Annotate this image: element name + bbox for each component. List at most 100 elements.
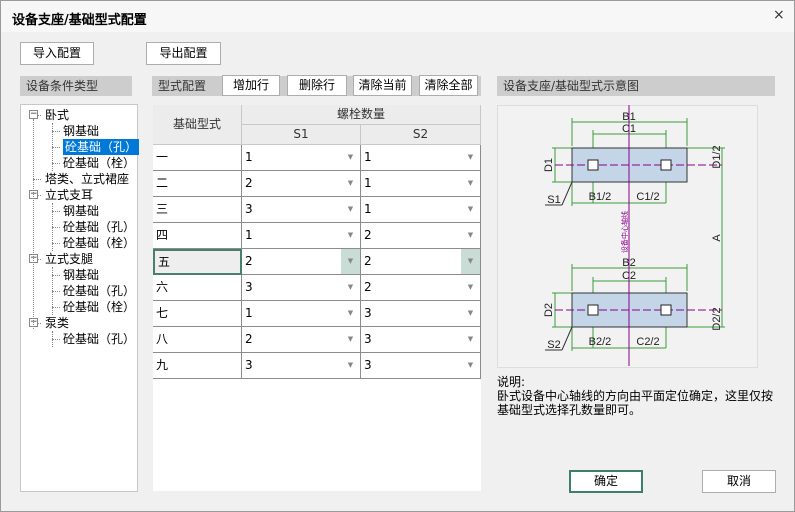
tree-connector — [52, 163, 60, 164]
tree-connector — [52, 267, 53, 315]
s1-dropdown[interactable]: 3▼ — [242, 275, 361, 301]
type-cell[interactable]: 四 — [153, 223, 242, 249]
tree-item[interactable]: 砼基础（孔） — [63, 139, 140, 155]
label-a: A — [711, 234, 723, 242]
tree-item[interactable]: 砼基础（孔） — [63, 284, 136, 298]
s2-dropdown[interactable]: 1▼ — [361, 145, 481, 171]
s2-dropdown[interactable]: 3▼ — [361, 353, 481, 379]
column-header-type: 基础型式 — [153, 105, 242, 145]
tree-item[interactable]: 泵类 — [45, 316, 70, 330]
clear-all-button[interactable]: 清除全部 — [419, 75, 478, 96]
column-header-s2: S2 — [361, 125, 481, 145]
import-config-button[interactable]: 导入配置 — [20, 42, 94, 65]
dropdown-value: 2 — [245, 254, 253, 268]
type-cell[interactable]: 七 — [153, 301, 242, 327]
s2-dropdown[interactable]: 2▼ — [361, 223, 481, 249]
dropdown-arrow-icon[interactable]: ▼ — [467, 335, 474, 343]
dropdown-arrow-icon[interactable]: ▼ — [347, 335, 354, 343]
note: 说明: 卧式设备中心轴线的方向由平面定位确定，这里仅按基础型式选择孔数量即可。 — [497, 375, 787, 417]
tree-connector — [33, 119, 34, 329]
s2-dropdown[interactable]: 1▼ — [361, 171, 481, 197]
type-cell[interactable]: 八 — [153, 327, 242, 353]
s2-dropdown[interactable]: 3▼ — [361, 301, 481, 327]
tree-item[interactable]: 钢基础 — [63, 124, 100, 138]
label-c1: C1 — [622, 123, 636, 135]
dropdown-value: 2 — [364, 254, 372, 268]
add-row-button[interactable]: 增加行 — [222, 75, 280, 96]
s1-dropdown[interactable]: 1▼ — [242, 223, 361, 249]
s1-dropdown[interactable]: 3▼ — [242, 197, 361, 223]
dropdown-arrow-icon[interactable]: ▼ — [467, 153, 474, 161]
type-cell[interactable]: 二 — [153, 171, 242, 197]
label-s1: S1 — [547, 194, 560, 206]
s2-dropdown[interactable]: 2▼ — [361, 275, 481, 301]
tree-item[interactable]: 砼基础（栓） — [63, 156, 136, 170]
dropdown-arrow-icon[interactable]: ▼ — [347, 283, 354, 291]
type-cell[interactable]: 五 — [153, 249, 242, 275]
dropdown-arrow-icon[interactable]: ▼ — [347, 309, 354, 317]
tree-item[interactable]: 卧式 — [45, 108, 70, 122]
export-config-button[interactable]: 导出配置 — [146, 42, 221, 65]
tree-connector — [52, 339, 60, 340]
equipment-type-tree[interactable]: 卧式−钢基础砼基础（孔）砼基础（栓）塔类、立式裙座立式支耳−钢基础砼基础（孔）砼… — [20, 104, 140, 492]
tree-item[interactable]: 塔类、立式裙座 — [45, 172, 130, 186]
collapse-icon[interactable]: − — [29, 109, 38, 119]
dropdown-arrow-icon[interactable]: ▼ — [467, 179, 474, 187]
dropdown-value: 1 — [364, 150, 372, 164]
s1-dropdown[interactable]: 1▼ — [242, 145, 361, 171]
type-cell[interactable]: 三 — [153, 197, 242, 223]
s1-dropdown[interactable]: 3▼ — [242, 353, 361, 379]
note-title: 说明: — [497, 375, 526, 389]
tree-connector — [33, 179, 41, 180]
dropdown-arrow-icon[interactable]: ▼ — [347, 205, 354, 213]
dropdown-value: 1 — [245, 228, 253, 242]
type-cell[interactable]: 九 — [153, 353, 242, 379]
dropdown-value: 2 — [364, 228, 372, 242]
tree-item[interactable]: 钢基础 — [63, 268, 100, 282]
dropdown-arrow-icon[interactable]: ▼ — [341, 249, 360, 274]
tree-item[interactable]: 立式支耳 — [45, 188, 94, 202]
title-bar: 设备支座/基础型式配置 × — [1, 1, 794, 32]
dropdown-arrow-icon[interactable]: ▼ — [467, 283, 474, 291]
close-icon[interactable]: × — [773, 7, 785, 23]
dropdown-arrow-icon[interactable]: ▼ — [347, 179, 354, 187]
tree-item[interactable]: 钢基础 — [63, 204, 100, 218]
ok-button[interactable]: 确定 — [569, 470, 643, 493]
dropdown-value: 3 — [245, 202, 253, 216]
label-d2: D2 — [543, 303, 555, 317]
type-cell[interactable]: 一 — [153, 145, 242, 171]
dropdown-arrow-icon[interactable]: ▼ — [347, 231, 354, 239]
tree-item[interactable]: 砼基础（孔） — [63, 332, 136, 346]
tree-connector — [52, 275, 60, 276]
s1-dropdown[interactable]: 2▼ — [242, 327, 361, 353]
dropdown-arrow-icon[interactable]: ▼ — [347, 361, 354, 369]
dropdown-arrow-icon[interactable]: ▼ — [467, 231, 474, 239]
clear-current-button[interactable]: 清除当前 — [353, 75, 412, 96]
dropdown-arrow-icon[interactable]: ▼ — [461, 249, 480, 274]
dropdown-value: 3 — [245, 358, 253, 372]
label-c2-half: C2/2 — [636, 336, 659, 348]
tree-item[interactable]: 立式支腿 — [45, 252, 94, 266]
s2-dropdown[interactable]: 2▼ — [361, 249, 481, 275]
type-cell[interactable]: 六 — [153, 275, 242, 301]
tree-item[interactable]: 砼基础（栓） — [63, 236, 136, 250]
dropdown-arrow-icon[interactable]: ▼ — [467, 205, 474, 213]
dropdown-value: 1 — [245, 150, 253, 164]
dropdown-arrow-icon[interactable]: ▼ — [467, 361, 474, 369]
s1-dropdown[interactable]: 2▼ — [242, 171, 361, 197]
s2-dropdown[interactable]: 1▼ — [361, 197, 481, 223]
tree-item[interactable]: 砼基础（孔） — [63, 220, 136, 234]
tree-connector — [52, 331, 53, 347]
s2-dropdown[interactable]: 3▼ — [361, 327, 481, 353]
tree-item[interactable]: 砼基础（栓） — [63, 300, 136, 314]
cancel-button[interactable]: 取消 — [702, 470, 776, 493]
dropdown-arrow-icon[interactable]: ▼ — [467, 309, 474, 317]
dropdown-arrow-icon[interactable]: ▼ — [347, 153, 354, 161]
tree-connector — [52, 131, 60, 132]
label-center-axis: 设备中心轴线 — [620, 211, 629, 253]
tree-connector — [52, 291, 60, 292]
note-text: 卧式设备中心轴线的方向由平面定位确定，这里仅按基础型式选择孔数量即可。 — [497, 389, 774, 417]
s1-dropdown[interactable]: 2▼ — [242, 249, 361, 275]
delete-row-button[interactable]: 删除行 — [287, 75, 347, 96]
s1-dropdown[interactable]: 1▼ — [242, 301, 361, 327]
